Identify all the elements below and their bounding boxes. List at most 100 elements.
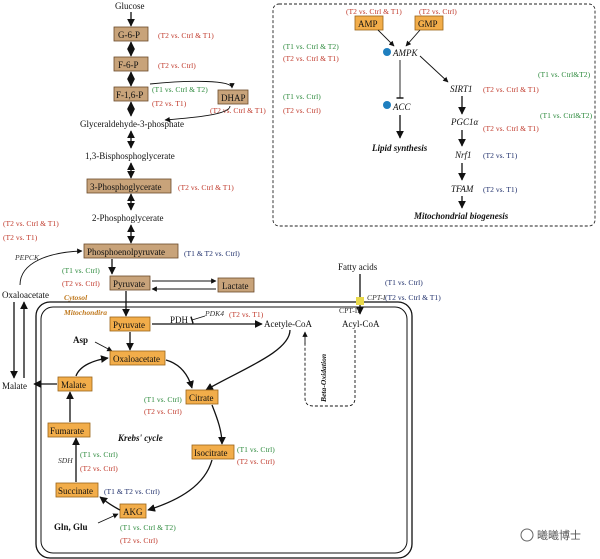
citrate-note-b: (T2 vs. Ctrl) bbox=[144, 407, 182, 416]
gmp-label: GMP bbox=[418, 19, 438, 29]
citrate-box bbox=[185, 389, 219, 405]
fumarate-box bbox=[47, 422, 91, 438]
beta-oxidation-loop bbox=[304, 330, 356, 407]
acc-p-dot bbox=[383, 101, 391, 109]
succinate-label: Succinate bbox=[58, 486, 93, 496]
g6p-note: (T2 vs. Ctrl & T1) bbox=[158, 31, 214, 40]
akg-box bbox=[119, 503, 147, 519]
pgc1a-label: PGC1α bbox=[450, 117, 479, 127]
tfam-label: TFAM bbox=[451, 184, 474, 194]
gln-glu-label: Gln, Glu bbox=[54, 522, 88, 532]
watermark-icon bbox=[520, 528, 534, 542]
citrate-label: Citrate bbox=[189, 393, 214, 403]
dhap-note: (T2 vs. Ctrl & T1) bbox=[210, 106, 266, 115]
malate-label: Malate bbox=[61, 380, 86, 390]
succinate-note: (T1 & T2 vs. Ctrl) bbox=[104, 487, 160, 496]
watermark-text: 曦曦博士 bbox=[537, 528, 581, 542]
oxaloacetate-cytosol-label: Oxaloacetate bbox=[2, 290, 49, 300]
cpt1-transporter bbox=[356, 297, 364, 305]
acc-note-a: (T1 vs. Ctrl) bbox=[283, 92, 321, 101]
krebs-cycle-label: Krebs' cycle bbox=[117, 433, 163, 443]
amp-note: (T2 vs. Ctrl & T1) bbox=[346, 7, 402, 16]
sdh-note-a: (T1 vs. Ctrl) bbox=[80, 450, 118, 459]
pepck-note-b: (T2 vs. T1) bbox=[3, 233, 38, 242]
sirt1-label: SIRT1 bbox=[450, 84, 473, 94]
g3p-label: Glyceraldehyde-3-phosphate bbox=[80, 119, 184, 129]
asp-label: Asp bbox=[73, 335, 88, 345]
ampk-to-sirt1-arrow bbox=[419, 55, 449, 83]
pyr-note-b: (T2 vs. Ctrl) bbox=[62, 279, 100, 288]
pgc-note-a: (T1 vs. Ctrl&T2) bbox=[540, 111, 593, 120]
pg3-label: 3-Phosphoglycerate bbox=[90, 182, 161, 192]
beta-oxidation-label: Beta-Oxidation bbox=[319, 354, 328, 403]
malate-cytosol-label: Malate bbox=[2, 381, 27, 391]
ampk-note-a: (T1 vs. Ctrl & T2) bbox=[283, 42, 339, 51]
mito-biogenesis-label: Mitochondrial biogenesis bbox=[413, 211, 509, 221]
pep-note: (T1 & T2 vs. Ctrl) bbox=[184, 249, 240, 258]
watermark: 曦曦博士 bbox=[520, 528, 581, 542]
pg3-note: (T2 vs. Ctrl & T1) bbox=[178, 183, 234, 192]
acetylcoa-to-citrate-arrow bbox=[205, 329, 291, 391]
sirt1-note-a: (T1 vs. Ctrl&T2) bbox=[538, 70, 591, 79]
fumarate-label: Fumarate bbox=[50, 426, 84, 436]
pdk4-label: PDK4 bbox=[204, 309, 224, 318]
malate-box bbox=[57, 376, 93, 392]
pyruvate-label-mito: Pyruvate bbox=[113, 320, 145, 330]
f6p-label: F-6-P bbox=[118, 60, 139, 70]
acylcoa-label: Acyl-CoA bbox=[342, 319, 380, 329]
sdh-note-b: (T2 vs. Ctrl) bbox=[80, 464, 118, 473]
pyr-note-a: (T1 vs. Ctrl) bbox=[62, 266, 100, 275]
f16p-note-b: (T2 vs. T1) bbox=[152, 99, 187, 108]
pyruvate-box-cytosol bbox=[109, 275, 151, 291]
gmp-box bbox=[414, 15, 444, 31]
akg-to-succinate-arrow bbox=[99, 496, 121, 511]
succinate-box bbox=[55, 482, 99, 498]
isocitrate-to-akg-arrow bbox=[147, 459, 213, 512]
mito-label: Mitochondira bbox=[63, 308, 107, 317]
pdh-label: PDH bbox=[170, 315, 189, 325]
f6p-box bbox=[113, 56, 149, 72]
isocitrate-box bbox=[191, 444, 235, 460]
akg-label: AKG bbox=[123, 507, 143, 517]
oaa-label: Oxaloacetate bbox=[113, 354, 160, 364]
cpt1-note-b: (T2 vs. Ctrl & T1) bbox=[385, 293, 441, 302]
pep-box bbox=[83, 243, 179, 259]
pdk4-inhibits-pdh bbox=[190, 315, 206, 324]
fatty-acids-label: Fatty acids bbox=[338, 262, 378, 272]
nrf1-label: Nrf1 bbox=[454, 150, 472, 160]
malate-to-oaa-arrow bbox=[75, 355, 109, 377]
pg2-label: 2-Phosphoglycerate bbox=[92, 213, 163, 223]
oaa-box bbox=[109, 350, 166, 366]
ampk-note-b: (T2 vs. Ctrl & T1) bbox=[283, 54, 339, 63]
pg3-box bbox=[86, 178, 172, 194]
g6p-box bbox=[113, 26, 149, 42]
gln-to-akg-arrow bbox=[97, 513, 119, 524]
acc-note-b: (T2 vs. Ctrl) bbox=[283, 106, 321, 115]
cpt2-label: CPT-II bbox=[339, 306, 360, 315]
oaa-to-citrate-arrow bbox=[165, 359, 194, 389]
dhap-label: DHAP bbox=[221, 93, 246, 103]
lipid-synthesis-label: Lipid synthesis bbox=[371, 143, 428, 153]
pgc-note-b: (T2 vs. Ctrl & T1) bbox=[483, 124, 539, 133]
ampk-label: AMPK bbox=[392, 48, 418, 58]
iso-note-a: (T1 vs. Ctrl) bbox=[237, 445, 275, 454]
cpt1-note-a: (T1 vs. Ctrl) bbox=[385, 278, 423, 287]
pyruvate-label-cytosol: Pyruvate bbox=[113, 279, 145, 289]
asp-to-oaa-arrow bbox=[94, 341, 113, 352]
lactate-label: Lactate bbox=[222, 281, 248, 291]
gmp-to-ampk-arrow bbox=[405, 29, 421, 47]
ampk-p-dot bbox=[383, 48, 391, 56]
dhap-to-g3p-arrow bbox=[164, 105, 231, 123]
pepck-note-a: (T2 vs. Ctrl & T1) bbox=[3, 219, 59, 228]
f6p-note: (T2 vs. Ctrl) bbox=[158, 61, 196, 70]
isocitrate-label: Isocitrate bbox=[194, 448, 227, 458]
mitochondria-inner bbox=[40, 306, 408, 554]
pyruvate-box-mito bbox=[109, 316, 151, 332]
amp-label: AMP bbox=[358, 19, 378, 29]
glucose-label: Glucose bbox=[115, 1, 145, 11]
citrate-note-a: (T1 vs. Ctrl) bbox=[144, 395, 182, 404]
g6p-label: G-6-P bbox=[118, 30, 140, 40]
f16p-box bbox=[113, 86, 149, 102]
cpt1-label: CPT-I bbox=[367, 293, 386, 302]
